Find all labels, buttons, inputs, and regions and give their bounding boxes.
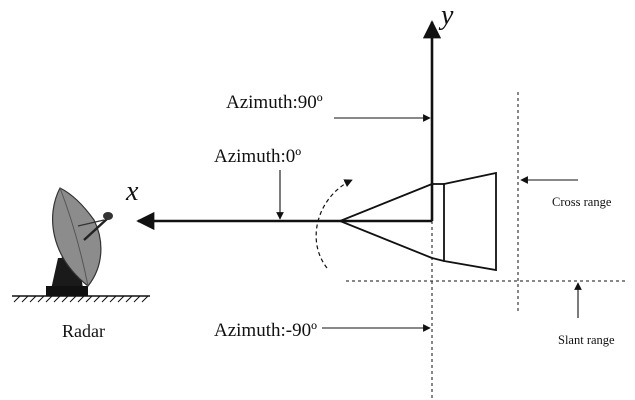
y-axis-label: y [438, 0, 454, 31]
radar-label: Radar [62, 321, 105, 341]
radar-dish-icon [12, 187, 150, 303]
rotation-arc-arrow [315, 179, 353, 269]
azimuth-0-label: Azimuth:0º [214, 146, 301, 167]
azimuth-neg90-label: Azimuth:-90º [214, 320, 317, 341]
x-axis-label: x [125, 176, 139, 207]
target-object [337, 171, 497, 272]
cross-range-label: Cross range [552, 195, 612, 209]
slant-range-label: Slant range [558, 333, 615, 347]
azimuth-90-label: Azimuth:90º [226, 92, 323, 113]
